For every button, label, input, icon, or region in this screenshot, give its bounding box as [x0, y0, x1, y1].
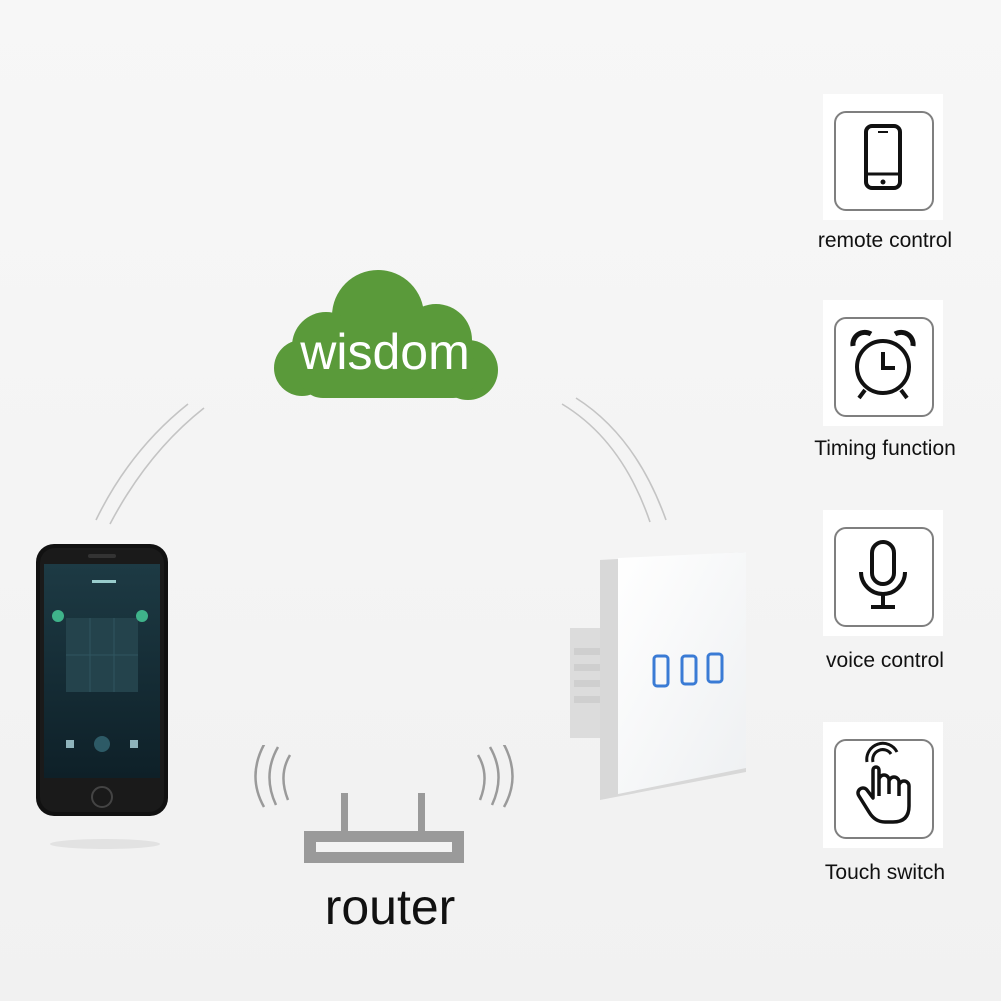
- router-label: router: [324, 879, 456, 935]
- feature-tile: [823, 94, 943, 220]
- feature-tile: [823, 722, 943, 848]
- microphone-icon: [859, 540, 907, 609]
- touch-switch-panel: [570, 552, 746, 800]
- feature-label: remote control: [817, 229, 953, 252]
- cloud-icon: [274, 270, 498, 400]
- touch-hand-icon: [856, 741, 911, 824]
- phone-shadow: [50, 839, 160, 849]
- alarm-clock-icon: [850, 329, 916, 400]
- smartphone-device: [36, 544, 168, 816]
- feature-label: voice control: [826, 649, 944, 672]
- feature-tile: [823, 300, 943, 426]
- cloud-label: wisdom: [300, 324, 470, 380]
- feature-tile: [823, 510, 943, 636]
- smartphone-icon: [864, 124, 902, 190]
- router-icon: [254, 745, 514, 863]
- feature-label: Timing function: [814, 437, 956, 460]
- feature-label: Touch switch: [824, 861, 946, 884]
